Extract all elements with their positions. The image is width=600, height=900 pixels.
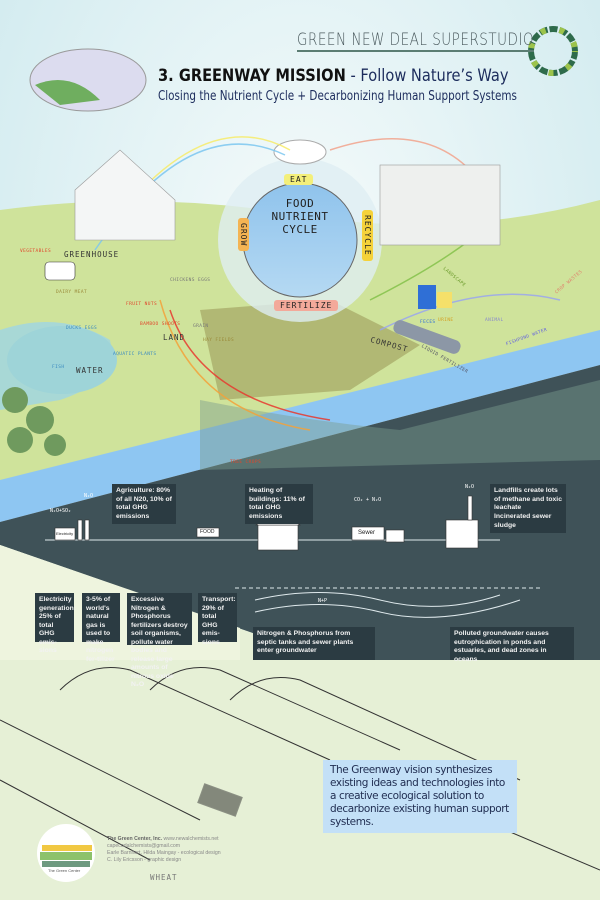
compost-tube [393, 320, 461, 354]
info-heating: Heating of buildings: 11% of total GHG e… [245, 484, 313, 524]
flow-vegetables: VEGETABLES [20, 249, 52, 254]
flow-chickens-eggs: CHICKENS EGGS [170, 278, 211, 283]
flow-hay-fields: HAY FIELDS [203, 338, 235, 343]
label-water: WATER [76, 366, 104, 375]
stage-fertilize: FERTILIZE [274, 300, 339, 311]
cow [44, 261, 76, 281]
blue-bin [418, 285, 436, 309]
footer-credits: The Green Center, Inc. www.newalchemists… [107, 836, 221, 864]
cycle-line: NUTRIENT [271, 210, 329, 223]
flow-fish: FISH [52, 365, 65, 370]
electricity-plant-label: Electricity [56, 531, 74, 536]
stage-grow: GROW [238, 218, 249, 252]
info-septic: Nitrogen & Phosphorus from septic tanks … [253, 627, 375, 660]
info-agriculture: Agriculture: 80% of all N20, 10% of tota… [112, 484, 176, 524]
mission-tagline: - Follow Nature’s Way [345, 66, 509, 86]
nutrient-np-label: N+P [318, 598, 328, 604]
email-link[interactable]: capecodalchemists@gmail.com [107, 843, 181, 849]
label-wheat: WHEAT [150, 873, 178, 882]
vision-statement: The Greenway vision synthesizes existing… [323, 760, 517, 833]
greenhouse-oval-illustration [29, 48, 147, 112]
label-land: LAND [163, 333, 186, 342]
water-band [0, 330, 600, 522]
greenhouse-building [74, 149, 176, 241]
trees [2, 387, 66, 456]
org-name: The Green Center, Inc. [107, 836, 163, 842]
emission-n2o: N₂O [84, 493, 94, 499]
info-incinerated: Incinerated sewer sludge [490, 510, 566, 533]
graphic-credit: C. Lily Ericsson - graphic design [107, 857, 182, 863]
info-fertilizers: Excessive Nitrogen & Phosphorus fertiliz… [127, 593, 192, 688]
house [379, 164, 501, 246]
flow-bamboo-shoots: BAMBOO SHOOTS [140, 322, 181, 327]
page-subtitle: Closing the Nutrient Cycle + Decarbonizi… [158, 89, 517, 104]
flow-animal: ANIMAL [485, 318, 504, 323]
design-credit: Earle Barnhart, Hilda Maingay - ecologic… [107, 850, 221, 856]
mission-number: 3. GREENWAY MISSION [158, 66, 346, 86]
website-link[interactable]: www.newalchemists.net [163, 836, 219, 842]
flow-urine: URINE [438, 318, 454, 323]
cycle-line: CYCLE [282, 223, 318, 236]
brand-title: GREEN NEW DEAL SUPERSTUDIO [297, 30, 535, 52]
emission-n2o-so2: N₂O+SO₂ [50, 508, 72, 514]
info-natural-gas: 3-5% of world's natural gas is used to m… [82, 593, 120, 663]
cycle-center-label: FOOD NUTRIENT CYCLE [252, 197, 348, 236]
info-transport: Transport: 29% of total GHG emis-sions [198, 593, 237, 646]
stage-eat: EAT [284, 174, 314, 185]
flow-ducks-eggs: DUCKS EGGS [66, 326, 98, 331]
crop-field [200, 300, 420, 400]
flow-aquatic-plants: AQUATIC PLANTS [113, 352, 157, 357]
page-title: 3. GREENWAY MISSION - Follow Nature’s Wa… [158, 66, 509, 86]
stage-recycle: RECYCLE [362, 210, 373, 261]
label-greenhouse: GREENHOUSE [64, 250, 120, 259]
info-groundwater: Polluted groundwater causes eutrophicati… [450, 627, 574, 663]
flow-feces: FECES [420, 320, 436, 325]
yellow-bin [437, 292, 452, 308]
logo-text: The Green Center [48, 868, 81, 873]
flow-fruit-nuts: FRUIT NUTS [126, 302, 158, 307]
cycle-line: FOOD [285, 197, 315, 210]
flow-tree-crops: TREE CROPS [230, 460, 262, 465]
emission-n2o-landfill: N₂O [465, 484, 475, 490]
flow-dairy-meat: DAIRY MEAT [56, 290, 88, 295]
food-truck-label: FOOD [200, 529, 215, 535]
emission-co2-n2o: CO₂ + N₂O [354, 497, 382, 503]
info-electricity: Electricity generation: 25% of total GHG… [35, 593, 76, 654]
food-plate [273, 139, 327, 165]
flow-grain: GRAIN [193, 324, 209, 329]
sewer-label: Sewer [358, 530, 376, 536]
superstudio-logo [528, 26, 578, 76]
